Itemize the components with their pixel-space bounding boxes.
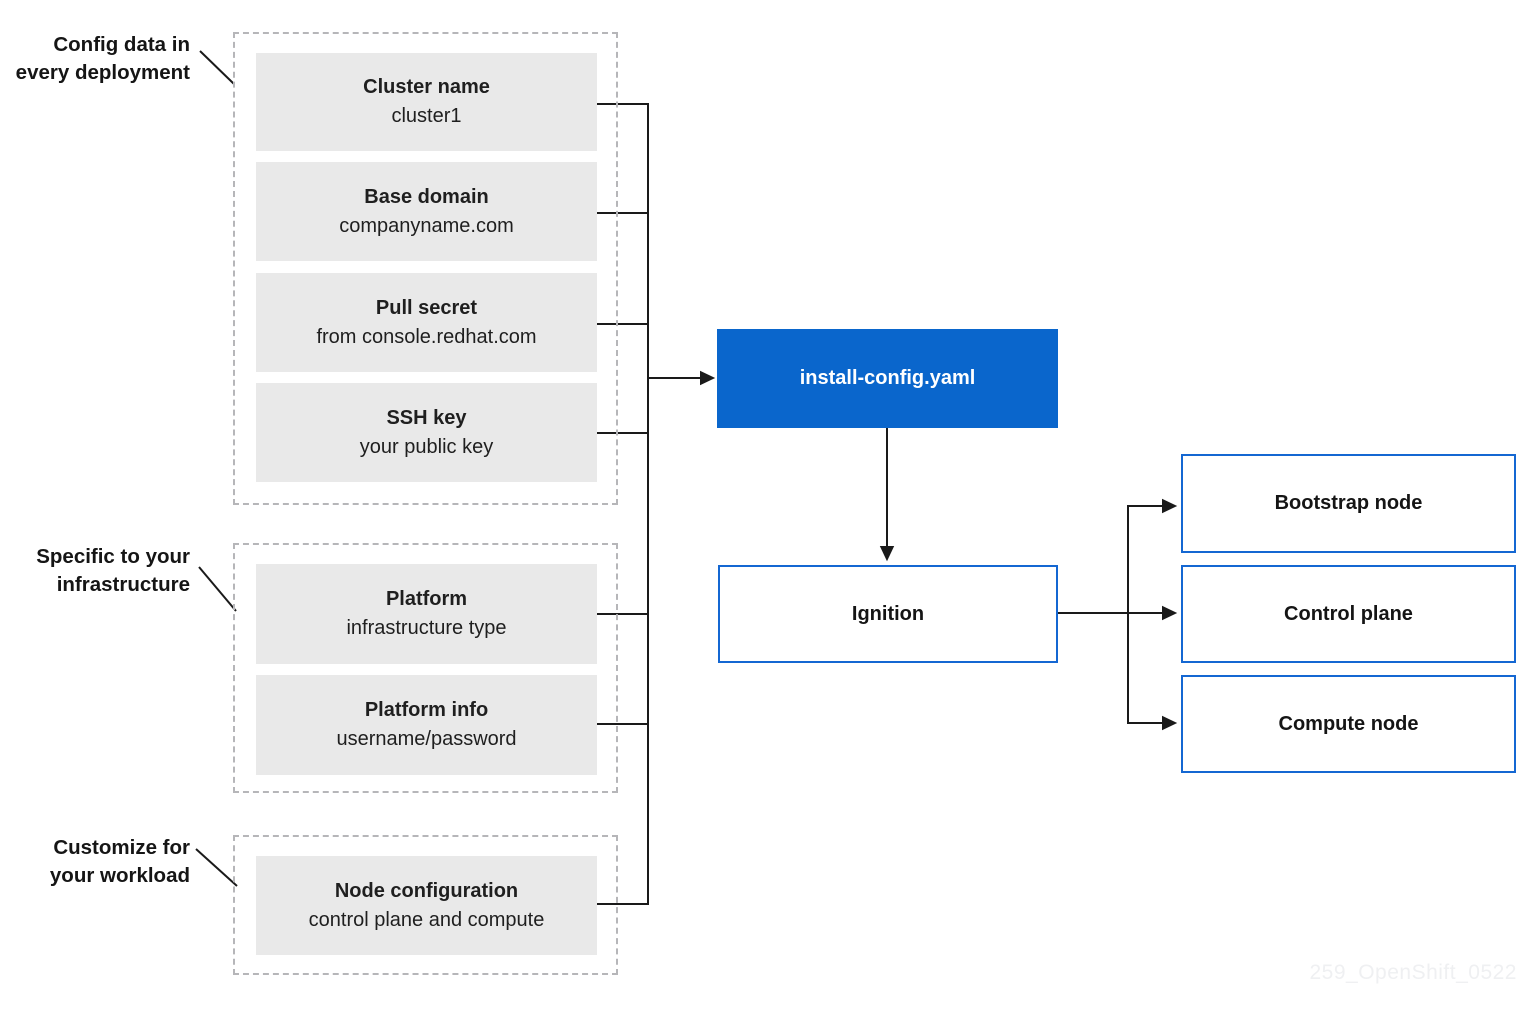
config-box-title: Base domain [364,185,489,208]
install-config-yaml-label: install-config.yaml [799,367,976,389]
config-box-subtitle: infrastructure type [346,617,507,639]
control-plane-label: Control plane [1284,602,1413,625]
annotation-specific-infrastructure: Specific to your infrastructure [0,543,190,599]
annotation-line: your workload [49,864,190,887]
config-box-ssh-key: SSH key your public key [256,383,597,482]
annotation-line: Specific to your [36,545,190,568]
bootstrap-node-box: Bootstrap node [1181,454,1516,553]
config-box-subtitle: username/password [336,728,517,750]
config-box-title: Cluster name [363,76,490,98]
annotation-line: Config data in [53,33,190,56]
group-config-data [233,32,618,505]
config-box-node-configuration: Node configuration control plane and com… [256,856,597,955]
group-workload [233,835,618,975]
config-box-base-domain: Base domain companyname.com [256,162,597,261]
config-box-subtitle: from console.redhat.com [316,325,537,348]
config-box-title: Pull secret [375,296,478,319]
config-box-cluster-name: Cluster name cluster1 [256,53,597,151]
config-box-title: Platform [385,588,468,610]
annotation-line: every deployment [15,61,190,84]
ignition-label: Ignition [851,602,925,625]
config-box-subtitle: your public key [359,435,494,458]
config-box-subtitle: cluster1 [391,105,462,127]
config-box-title: Node configuration [334,879,519,902]
label-pointer-line-3 [195,848,238,887]
bootstrap-node-label: Bootstrap node [1274,492,1423,514]
config-box-title: SSH key [386,406,467,429]
config-box-platform-info: Platform info username/password [256,675,597,775]
config-box-title: Platform info [364,699,489,721]
label-pointer-line-2 [198,566,237,612]
annotation-config-data: Config data in every deployment [0,31,190,87]
annotation-line: Customize for [53,836,190,859]
compute-node-label: Compute node [1278,712,1419,735]
watermark-text: 259_OpenShift_0522 [1309,961,1517,984]
ignition-box: Ignition [718,565,1058,663]
config-box-pull-secret: Pull secret from console.redhat.com [256,273,597,372]
group-infrastructure [233,543,618,793]
config-box-platform: Platform infrastructure type [256,564,597,664]
config-box-subtitle: companyname.com [339,214,514,237]
label-pointer-line-1 [199,50,235,85]
annotation-customize-workload: Customize for your workload [0,834,190,890]
compute-node-box: Compute node [1181,675,1516,773]
install-config-yaml-box: install-config.yaml [717,329,1058,428]
control-plane-box: Control plane [1181,565,1516,663]
annotation-line: infrastructure [56,573,190,596]
config-box-subtitle: control plane and compute [308,908,545,931]
